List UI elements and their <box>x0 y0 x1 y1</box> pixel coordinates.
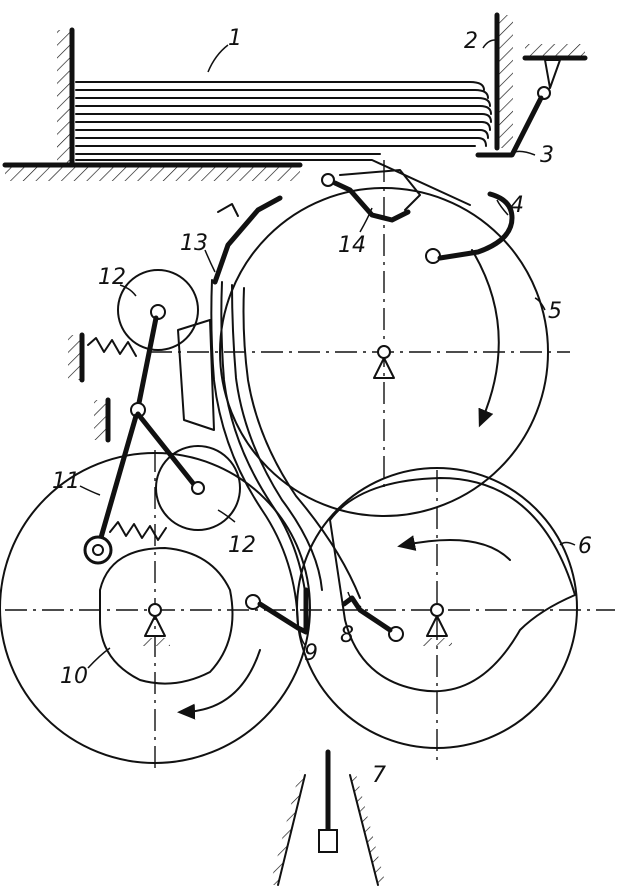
label-9: 9 <box>304 641 318 666</box>
label-11: 11 <box>52 469 80 494</box>
left-support <box>144 615 166 637</box>
label-5: 5 <box>548 299 562 324</box>
label-2: 2 <box>464 29 478 54</box>
label-13: 13 <box>180 231 208 256</box>
base-plate-hatch <box>5 167 300 181</box>
label-6: 6 <box>578 534 592 559</box>
sheet-stack <box>2 27 492 206</box>
gripper-assembly <box>321 169 515 264</box>
cam-6 <box>329 477 576 693</box>
label-12-upper: 12 <box>98 265 126 290</box>
left-guide-hatch <box>270 770 305 885</box>
main-drum <box>150 160 570 517</box>
right-support-hatch <box>422 638 452 646</box>
top-support-hatch <box>525 44 585 56</box>
gripper-8-pivot <box>388 626 404 642</box>
gripper-14 <box>332 180 411 223</box>
label-8: 8 <box>340 623 354 648</box>
left-cam-assembly <box>0 450 311 770</box>
follower-roller-pin <box>92 544 104 556</box>
lower-spring <box>109 521 167 541</box>
stop-lever <box>475 44 588 158</box>
mid-anchor-hatch <box>94 400 106 440</box>
guide-plate-13 <box>212 195 283 285</box>
drum-rotation-arrow <box>471 249 500 428</box>
long-lever <box>95 413 139 551</box>
left-wall-hatch <box>57 30 71 165</box>
right-guide-hatch <box>350 770 386 885</box>
sheet-lead <box>75 159 471 206</box>
right-center <box>430 603 444 617</box>
knife-assembly <box>270 749 386 886</box>
follower-pivot <box>425 248 441 264</box>
lower-roller-axle <box>191 481 205 495</box>
gripper-body <box>339 169 421 211</box>
label-14: 14 <box>338 233 366 258</box>
right-support <box>426 615 448 637</box>
lower-arm <box>135 411 199 490</box>
gripper-9 <box>257 587 309 635</box>
knife-holder <box>318 829 338 853</box>
upper-spring <box>87 337 137 357</box>
label-7: 7 <box>372 763 386 788</box>
upper-spring-anchor-hatch <box>68 335 80 380</box>
output-grippers <box>245 587 404 642</box>
left-rotation-arrow <box>177 649 261 720</box>
label-10: 10 <box>60 664 88 689</box>
stop-lever-arm <box>475 95 544 158</box>
guide-inner <box>220 281 309 626</box>
right-wall <box>494 12 513 151</box>
upper-lever <box>135 315 159 411</box>
upper-roller-assembly <box>68 269 199 411</box>
gripper-9-pivot <box>245 594 261 610</box>
pivot-bracket <box>544 59 561 89</box>
follower-4 <box>437 191 515 261</box>
right-rotation-arrow <box>397 535 511 561</box>
guide-inner2 <box>231 284 323 591</box>
sheet-lines <box>75 81 492 155</box>
right-wall-hatch <box>499 15 513 148</box>
drum-center <box>377 345 391 359</box>
lower-roller-12 <box>155 445 241 531</box>
right-cam-assembly <box>296 467 615 760</box>
left-support-hatch <box>140 638 170 646</box>
cam-10 <box>99 547 234 685</box>
guide-to-8 <box>242 287 361 599</box>
drum-support <box>373 357 395 379</box>
left-center <box>148 603 162 617</box>
part-labels: 1 2 3 4 5 6 7 8 9 10 11 12 12 13 14 <box>52 26 592 788</box>
label-1: 1 <box>228 26 242 51</box>
guide-channel <box>210 195 361 626</box>
gripper-pivot <box>321 173 335 187</box>
frame-hatch <box>177 319 215 431</box>
label-4: 4 <box>510 193 524 218</box>
guide-outer <box>210 279 299 626</box>
leader-lines <box>79 39 576 669</box>
lower-roller-assembly <box>94 319 241 551</box>
upper-roller-12 <box>117 269 199 351</box>
label-3: 3 <box>540 143 554 168</box>
label-12-lower: 12 <box>228 533 256 558</box>
guide-clip <box>217 203 239 217</box>
